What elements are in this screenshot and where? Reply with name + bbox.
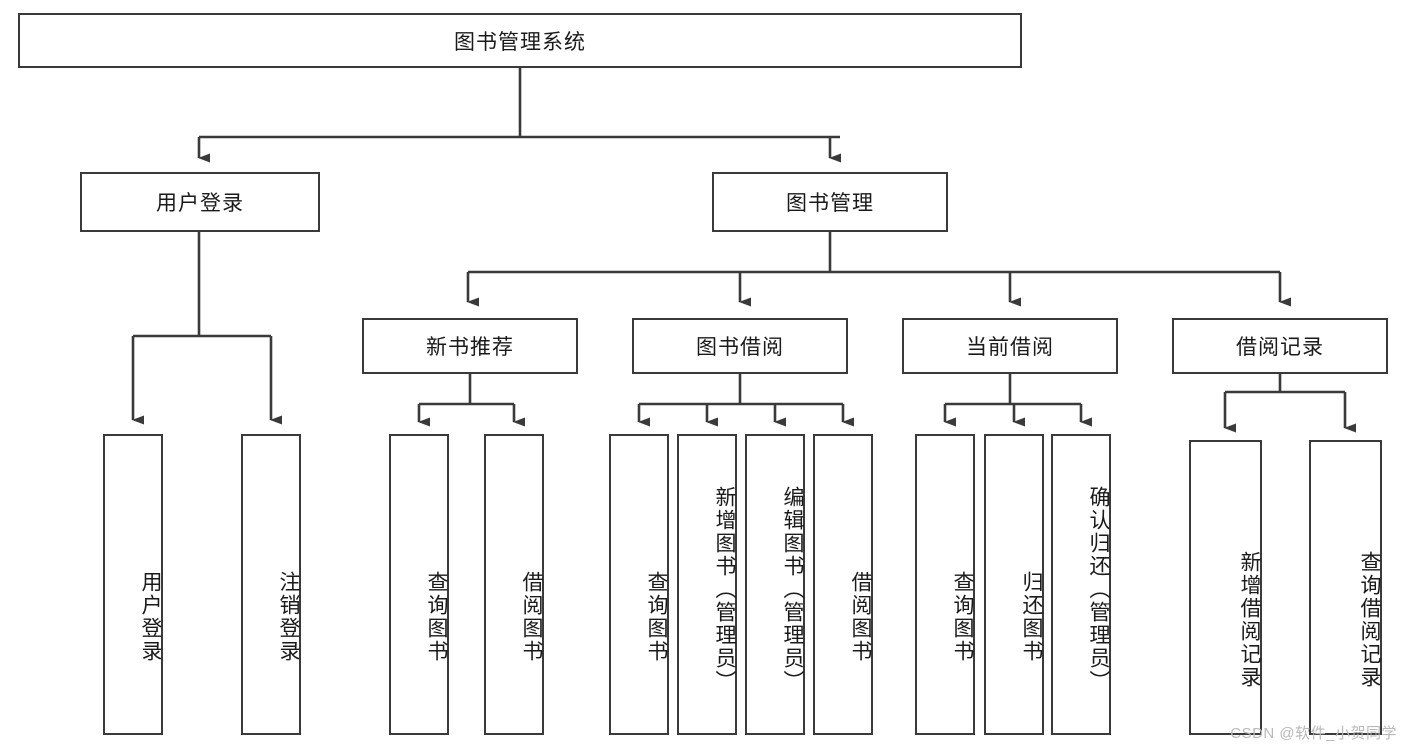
leaf-borrow-record-1[interactable]: 新增借阅记录	[1189, 440, 1262, 735]
node-user-login-label: 用户登录	[156, 192, 244, 215]
leaf-new-book-1-label: 查询图书	[425, 570, 448, 663]
leaf-current-borrow-3-label: 确认归还（管理员）	[1087, 486, 1110, 693]
node-borrow-record-label: 借阅记录	[1236, 336, 1324, 359]
node-new-book-recommend-label: 新书推荐	[426, 336, 514, 359]
leaf-borrow-record-2[interactable]: 查询借阅记录	[1309, 440, 1382, 735]
leaf-new-book-2[interactable]: 借阅图书	[484, 434, 544, 735]
node-current-borrow-label: 当前借阅	[966, 336, 1054, 359]
leaf-book-borrow-3-label: 编辑图书（管理员）	[781, 486, 804, 693]
leaf-user-login-1-label: 用户登录	[139, 570, 162, 663]
node-book-borrow[interactable]: 图书借阅	[632, 318, 848, 374]
node-borrow-record[interactable]: 借阅记录	[1172, 318, 1388, 374]
leaf-current-borrow-2-label: 归还图书	[1020, 570, 1043, 663]
leaf-borrow-record-1-label: 新增借阅记录	[1238, 550, 1261, 689]
leaf-current-borrow-1-label: 查询图书	[951, 570, 974, 663]
node-book-borrow-label: 图书借阅	[696, 336, 784, 359]
node-current-borrow[interactable]: 当前借阅	[902, 318, 1118, 374]
node-book-management[interactable]: 图书管理	[712, 172, 948, 232]
leaf-book-borrow-4[interactable]: 借阅图书	[813, 434, 873, 735]
leaf-book-borrow-1[interactable]: 查询图书	[609, 434, 669, 735]
node-new-book-recommend[interactable]: 新书推荐	[362, 318, 578, 374]
leaf-user-login-2-label: 注销登录	[277, 570, 300, 663]
node-book-management-label: 图书管理	[786, 192, 874, 215]
node-user-login[interactable]: 用户登录	[80, 172, 320, 232]
leaf-current-borrow-2[interactable]: 归还图书	[984, 434, 1044, 735]
leaf-borrow-record-2-label: 查询借阅记录	[1358, 550, 1381, 689]
leaf-book-borrow-3[interactable]: 编辑图书（管理员）	[745, 434, 805, 735]
leaf-current-borrow-3[interactable]: 确认归还（管理员）	[1051, 434, 1111, 735]
leaf-new-book-1[interactable]: 查询图书	[389, 434, 449, 735]
leaf-new-book-2-label: 借阅图书	[520, 570, 543, 663]
leaf-user-login-1[interactable]: 用户登录	[103, 434, 163, 735]
leaf-book-borrow-1-label: 查询图书	[645, 570, 668, 663]
leaf-book-borrow-2-label: 新增图书（管理员）	[713, 486, 736, 693]
node-root[interactable]: 图书管理系统	[18, 13, 1022, 68]
leaf-current-borrow-1[interactable]: 查询图书	[915, 434, 975, 735]
leaf-book-borrow-2[interactable]: 新增图书（管理员）	[677, 434, 737, 735]
leaf-user-login-2[interactable]: 注销登录	[241, 434, 301, 735]
node-root-label: 图书管理系统	[454, 30, 586, 54]
leaf-book-borrow-4-label: 借阅图书	[849, 570, 872, 663]
watermark: CSDN @软件_小贺同学	[1230, 725, 1397, 742]
